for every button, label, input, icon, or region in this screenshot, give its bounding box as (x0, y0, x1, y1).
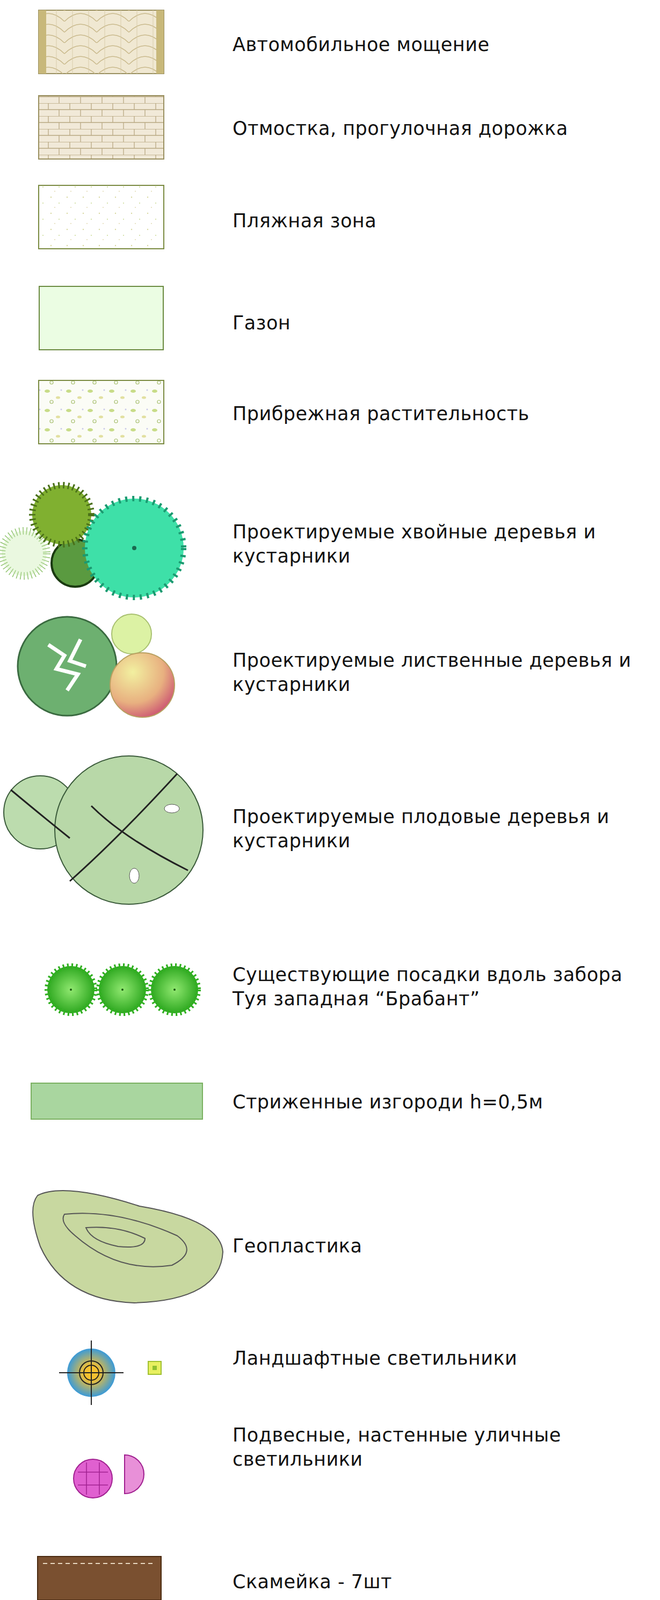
wall-lamp-symbols (73, 1454, 144, 1498)
legend-swatch (30, 1082, 203, 1120)
legend-text: Геопластика (232, 1233, 362, 1259)
legend-text: Скамейка - 7шт (232, 1569, 393, 1594)
legend-text: Отмостка, прогулочная дорожка (232, 116, 569, 142)
legend-text: Стриженные изгороди h=0,5м (232, 1089, 543, 1115)
legend-text: Проектируемые плодовые деревья и кустарн… (232, 804, 652, 854)
coastal-swatch (38, 380, 164, 444)
legend-text: Пляжная зона (232, 208, 377, 234)
legend-text: Газон (232, 310, 291, 336)
geoplastic-symbol (32, 1190, 223, 1303)
bench-symbol (37, 1555, 162, 1600)
path-swatch (38, 95, 164, 159)
deciduous-symbols (17, 613, 175, 717)
beach-swatch (38, 185, 164, 249)
conifer-symbols (1, 484, 184, 598)
thuja-symbols (47, 965, 199, 1013)
legend-text: Ландшафтные светильники (232, 1345, 518, 1371)
landscape-lamp-symbols (59, 1339, 162, 1405)
legend-text: Прибрежная растительность (232, 401, 530, 427)
paving-swatch (38, 10, 164, 74)
legend-text: Подвесные, настенные уличные светильники (232, 1422, 652, 1472)
legend-text: Автомобильное мощение (232, 32, 490, 58)
legend-text: Проектируемые лиственные деревья и куста… (232, 648, 652, 698)
legend-text: Проектируемые хвойные деревья и кустарни… (232, 519, 652, 569)
legend-text: Существующие посадки вдоль забора Туя за… (232, 962, 652, 1012)
fruit-symbols (3, 755, 203, 904)
legend-swatch (38, 285, 164, 351)
